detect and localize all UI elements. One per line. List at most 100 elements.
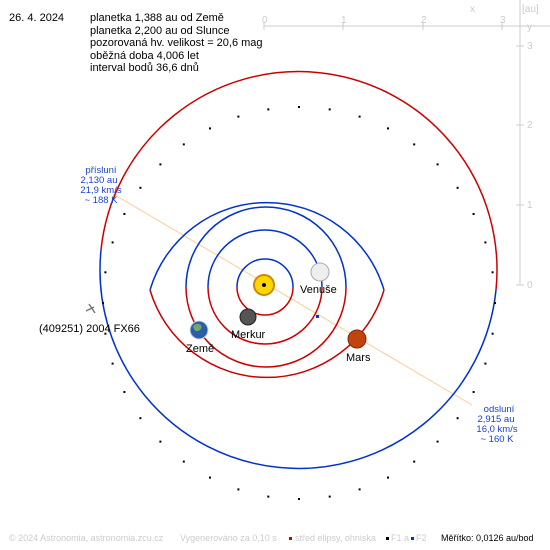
orbit-dot	[182, 460, 185, 463]
venus-orbit-front	[207, 286, 323, 345]
orbit-dot	[436, 163, 439, 166]
aphelion-distance: 2,915 au	[478, 414, 515, 425]
orbit-dot	[159, 163, 162, 166]
perihelion-speed: 21,9 km/s	[80, 185, 121, 196]
orbit-dot	[104, 332, 107, 335]
mars-orbit-back	[149, 201, 385, 291]
x-scale	[263, 22, 550, 30]
venus-orbit-back	[207, 229, 323, 288]
orbit-dot	[298, 106, 300, 108]
earth-label: Země	[186, 343, 214, 355]
orbit-dot	[387, 476, 389, 479]
orbit-dot	[111, 362, 114, 365]
orbit-dot	[472, 391, 475, 393]
unit-label: [au]	[522, 4, 539, 15]
x-tick-1: 1	[341, 15, 347, 26]
y-tick-2: 2	[527, 120, 533, 131]
y-axis-label: y	[527, 22, 532, 33]
mars	[347, 329, 367, 349]
aphelion-info: odsluní 2,915 au 16,0 km/s ~ 160 K	[476, 404, 517, 445]
orbit-dot	[328, 108, 331, 111]
apsis-line	[112, 193, 473, 406]
aphelion-temperature: ~ 160 K	[480, 434, 514, 445]
orbit-dot	[237, 115, 240, 118]
earth	[189, 320, 209, 340]
y-scale	[516, 0, 524, 286]
mercury-orbit-front	[236, 286, 294, 316]
info-line-earth-distance: planetka 1,388 au od Země	[90, 12, 224, 24]
copyright-link[interactable]: © 2024 Astronomia, astronomia.zcu.cz	[9, 533, 164, 543]
y-tick-3: 3	[527, 41, 533, 52]
orbit-dot	[139, 417, 142, 420]
perihelion-title: přísluní	[85, 165, 117, 176]
mars-orbit-front	[149, 289, 385, 379]
orbit-dot	[328, 495, 331, 498]
orbit-dot	[102, 302, 104, 304]
perihelion-temperature: ~ 188 K	[84, 195, 118, 206]
info-line-interval: interval bodů 36,6 dnů	[90, 62, 199, 74]
venus	[310, 262, 330, 282]
aphelion-title: odsluní	[484, 404, 515, 415]
orbit-dot	[123, 391, 126, 393]
asteroid-orbit-red	[100, 70, 498, 291]
orbit-dot	[182, 143, 185, 146]
asteroid-position-dots	[102, 106, 496, 500]
orbit-dot	[358, 488, 361, 491]
legend-f1-marker	[386, 537, 389, 540]
perihelion-info: přísluní 2,130 au 21,9 km/s ~ 188 K	[80, 165, 121, 206]
orbit-dot	[104, 271, 107, 274]
orbit-dot	[159, 440, 162, 443]
y-tick-1: 1	[527, 200, 533, 211]
legend-center-marker	[289, 537, 292, 540]
orbit-dot	[413, 143, 416, 146]
legend-f1-text: F1 a	[391, 533, 410, 543]
mars-label: Mars	[346, 352, 371, 364]
generated-time: Vygenerováno za 0,10 s	[180, 533, 277, 543]
info-line-magnitude: pozorovaná hv. velikost = 20,6 mag	[90, 37, 263, 49]
orbit-dot	[494, 302, 496, 304]
info-line-period: oběžná doba 4,006 let	[90, 49, 199, 62]
orbit-dot	[298, 498, 300, 500]
x-tick-0: 0	[262, 15, 268, 26]
legend-f2-marker	[411, 537, 414, 540]
legend-f2-text: F2	[416, 533, 427, 543]
orbit-dot	[209, 127, 211, 130]
perihelion-distance: 2,130 au	[81, 175, 118, 186]
x-axis-label: x	[470, 4, 475, 15]
earth-orbit-front	[185, 286, 347, 368]
orbit-dot	[139, 186, 142, 189]
orbit-dot	[484, 362, 487, 365]
f2-marker	[316, 315, 319, 318]
info-block: planetka 1,388 au od Země planetka 2,200…	[90, 12, 263, 75]
y-tick-0: 0	[527, 280, 533, 291]
asteroid-orbit-blue	[99, 249, 497, 470]
orbit-dot	[267, 108, 270, 111]
orbit-dot	[456, 186, 459, 189]
legend-center-text: střed elipsy, ohniska	[295, 533, 376, 543]
orbit-dot	[484, 241, 487, 244]
sun	[253, 274, 275, 296]
orbit-dot	[491, 332, 494, 335]
mercury-label: Merkur	[231, 329, 266, 341]
orbit-dot	[358, 115, 361, 118]
info-line-sun-distance: planetka 2,200 au od Slunce	[90, 24, 230, 37]
orbit-dot	[111, 241, 114, 244]
x-tick-2: 2	[421, 15, 427, 26]
orbit-dot	[491, 271, 494, 274]
mercury	[239, 308, 257, 326]
mercury-orbit-back	[236, 258, 294, 288]
orbit-dot	[472, 213, 475, 215]
earth-orbit-back	[185, 206, 347, 288]
orbit-dot	[456, 417, 459, 420]
x-tick-3: 3	[500, 15, 506, 26]
orbit-dot	[237, 488, 240, 491]
date-label: 26. 4. 2024	[9, 12, 65, 24]
orbit-dot	[209, 476, 211, 479]
orbit-dot	[413, 460, 416, 463]
orbit-dot	[123, 213, 126, 215]
orbit-dot	[436, 440, 439, 443]
scale-text: Měřítko: 0,0126 au/bod	[441, 533, 534, 543]
orbit-dot	[267, 495, 270, 498]
aphelion-speed: 16,0 km/s	[476, 424, 517, 435]
